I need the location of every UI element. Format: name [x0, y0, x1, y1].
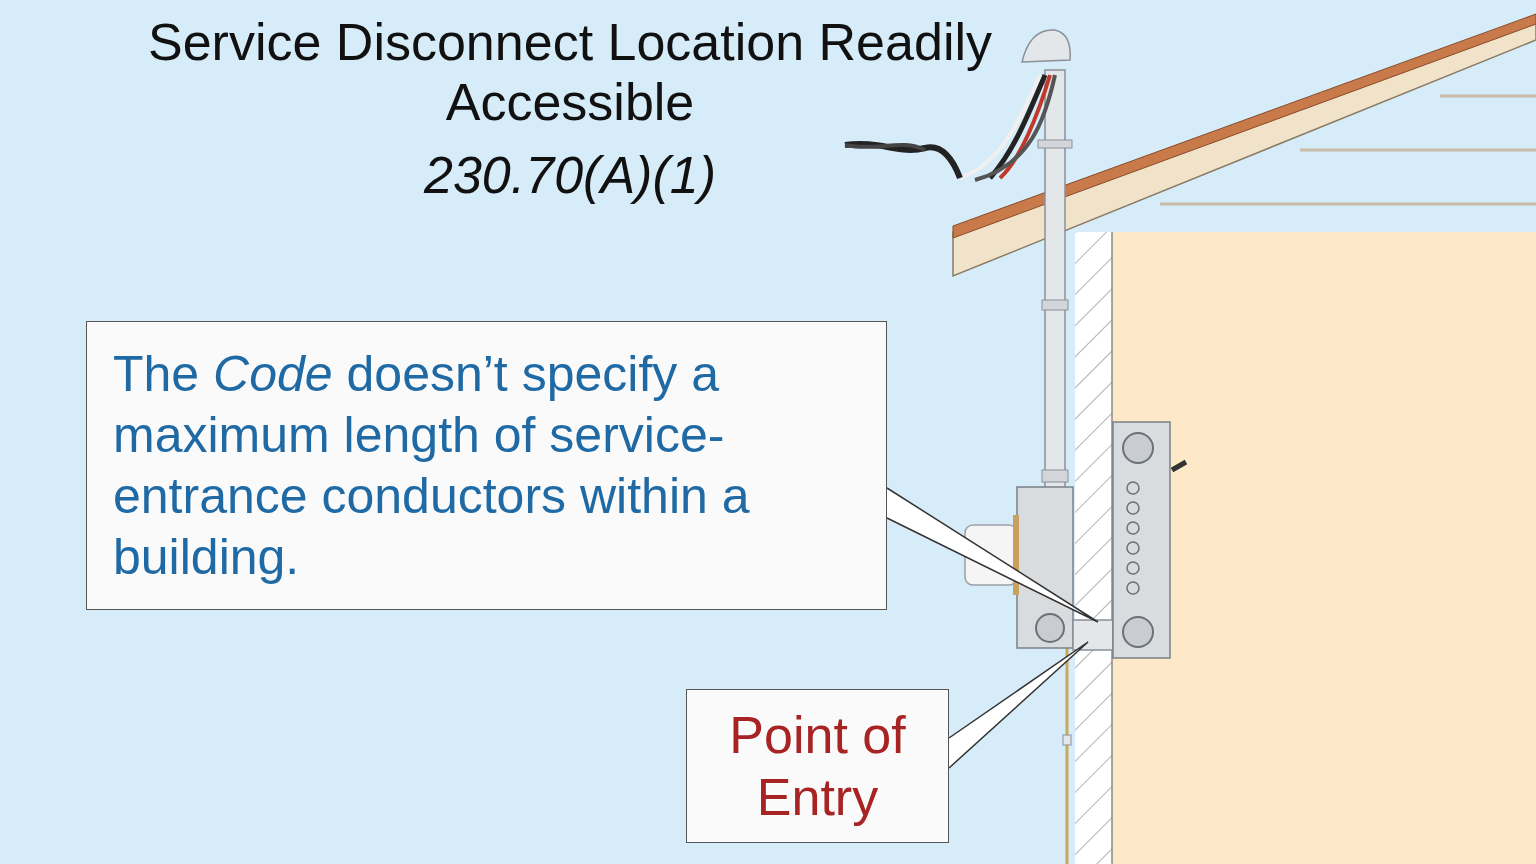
- label-text: Point of Entry: [699, 704, 936, 829]
- siding: [1160, 203, 1536, 206]
- knockouts: [1127, 482, 1139, 594]
- disconnect-handle: [1172, 462, 1186, 470]
- callout-box: The Code doesn’t specify a maximum lengt…: [86, 321, 887, 610]
- roof-shingles: [953, 14, 1536, 238]
- label-box: Point of Entry: [686, 689, 949, 843]
- leader-line: [949, 642, 1088, 768]
- leader-line: [887, 488, 1098, 622]
- knockout: [1127, 522, 1139, 534]
- wall-section: [1075, 232, 1112, 864]
- wall-hatching: [1075, 232, 1112, 864]
- ground-wire: [1066, 648, 1069, 864]
- conduit-nipple: [1073, 620, 1113, 650]
- conductor: [960, 75, 1040, 178]
- roof-fascia: [953, 22, 1536, 276]
- meter-base: [1017, 487, 1073, 648]
- knockout: [1123, 617, 1153, 647]
- knockout: [1127, 502, 1139, 514]
- knockout: [1127, 582, 1139, 594]
- code-reference: 230.70(A)(1): [330, 145, 810, 205]
- service-drop: [845, 145, 925, 150]
- knockout: [1127, 542, 1139, 554]
- mast-coupling: [1042, 300, 1068, 310]
- ground-clamp: [1063, 735, 1071, 745]
- service-panel: [1113, 422, 1170, 658]
- siding: [1440, 95, 1536, 98]
- house-wall: [1112, 232, 1536, 864]
- knockout: [1127, 562, 1139, 574]
- knockout: [1127, 482, 1139, 494]
- mast-clamp: [1038, 140, 1072, 148]
- mast-hub: [1042, 470, 1068, 482]
- weatherhead: [1022, 30, 1070, 62]
- knockout: [1036, 614, 1064, 642]
- title: Service Disconnect Location Readily Acce…: [130, 12, 1010, 132]
- knockout: [1123, 433, 1153, 463]
- service-drop: [845, 144, 960, 178]
- service-mast: [1045, 70, 1065, 488]
- siding: [1300, 149, 1536, 152]
- callout-text: The Code doesn’t specify a maximum lengt…: [113, 344, 866, 588]
